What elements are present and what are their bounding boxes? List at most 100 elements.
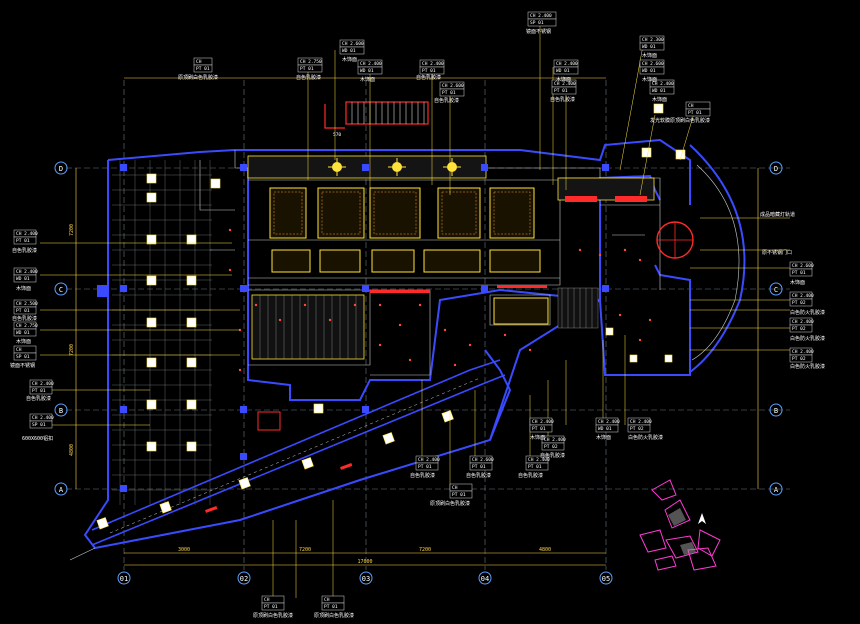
tag-ch-27: CH 2.400 (598, 419, 620, 425)
circular-room (656, 144, 746, 373)
note-top-2: 木饰面 (342, 56, 357, 63)
note-right-5: 白色防火乳胶漆 (790, 335, 825, 342)
tag-pt-33: PT 01 (264, 604, 278, 610)
note-left-3: 自色乳胶漆 (12, 315, 37, 322)
axis-label-01: 01 (120, 575, 128, 583)
tag-ch-9: CH 2.400 (554, 81, 576, 87)
key-plan-fill (668, 508, 696, 555)
tag-ch-12: CH 2.400 (652, 81, 674, 87)
tag-ch-32: CH (452, 485, 458, 491)
tag-pt-6: PT 01 (422, 68, 436, 74)
tag-pt-21: PT 01 (792, 270, 806, 276)
tag-ch-20: CH 2.400 (32, 415, 54, 421)
axis-label-04: 04 (481, 575, 489, 583)
note-right-1: 成品暗藏灯轨道 (760, 211, 795, 218)
note-bottom-5: 自色乳胶漆 (410, 472, 435, 479)
coffer-inner (273, 191, 531, 235)
tag-pt-19: PT 01 (32, 388, 46, 394)
tag-ch-24: CH 2.400 (792, 349, 814, 355)
note-bottom-2: 自色乳胶漆 (540, 452, 565, 459)
note-top-4: 原顶刷白色乳胶漆 (178, 74, 218, 81)
tag-pt-27: WD 01 (598, 426, 612, 432)
note-left-6: 自色乳胶漆 (26, 395, 51, 402)
dim-bottom-total: 17000 (357, 559, 372, 565)
tag-ch-17: CH 2.750 (16, 323, 38, 329)
tag-ch-33: CH (264, 597, 270, 603)
note-top-6: 自色乳胶漆 (416, 74, 441, 81)
tag-ch-14: CH 2.400 (16, 231, 38, 237)
note-top-8: 木饰面 (556, 76, 571, 83)
axis-label-c-left: C (59, 286, 63, 294)
tag-boxes (13, 11, 813, 611)
note-left-5: 镜面不锈钢 (10, 362, 35, 369)
tag-ch-19: CH 2.400 (32, 381, 54, 387)
tag-ch-26: CH 2.400 (544, 437, 566, 443)
tag-ch-11: CH 2.600 (642, 61, 664, 67)
tag-pt-5: WD 01 (360, 68, 374, 74)
tag-ch-23: CH 2.400 (792, 319, 814, 325)
tag-pt-8: WD 01 (556, 68, 570, 74)
tag-pt-7: PT 01 (442, 90, 456, 96)
axis-label-b-right: B (774, 407, 778, 415)
tag-ch-2: CH 2.600 (342, 41, 364, 47)
corridor-dashes (109, 377, 481, 534)
tag-pt-22: PT 02 (792, 300, 806, 306)
note-bottom-8: 原顶刷白色乳胶漆 (430, 500, 470, 507)
tag-pt-28: PT 02 (630, 426, 644, 432)
dim-bottom-1: 3000 (178, 547, 190, 553)
columns (97, 164, 609, 492)
tag-ch-18: CH (16, 347, 22, 353)
outer-walls (83, 138, 691, 550)
axis-label-d-left: D (59, 165, 63, 173)
note-bottom-9: 原顶刷白色乳胶漆 (253, 612, 293, 619)
tag-ch-15: CH 2.400 (16, 269, 38, 275)
left-hall-grid (112, 160, 212, 505)
note-left-4: 木饰面 (16, 338, 31, 345)
leader-lines (40, 15, 790, 600)
note-top-10: 木饰面 (642, 52, 657, 59)
note-bottom-4: 白色防火乳胶漆 (628, 434, 663, 441)
tag-pt-14: PT 01 (16, 238, 30, 244)
note-left-1: 自色乳胶漆 (12, 247, 37, 254)
axis-label-02: 02 (240, 575, 248, 583)
dim-bottom-3: 7200 (419, 547, 431, 553)
tag-ch-22: CH 2.400 (792, 293, 814, 299)
stair-dim: 570 (333, 132, 341, 138)
axis-label-c-right: C (774, 286, 778, 294)
red-accents (205, 285, 547, 513)
axis-label-05: 05 (602, 575, 610, 583)
tag-ch-6: CH 2.400 (422, 61, 444, 67)
tag-pt-12: WD 01 (652, 88, 666, 94)
row-axis-bubbles-left (54, 161, 783, 585)
tag-pt-26: PT 02 (544, 444, 558, 450)
coffer-row-lower (271, 249, 549, 325)
note-bottom-10: 原顶刷白色乳胶漆 (314, 612, 354, 619)
note-top-7: 自色乳胶漆 (434, 97, 459, 104)
tag-pt-4: PT 01 (196, 66, 210, 72)
tag-pt-32: PT 01 (452, 492, 466, 498)
coffer-row-top (269, 187, 535, 239)
axis-label-b-left: B (59, 407, 63, 415)
tag-ch-5: CH 2.400 (360, 61, 382, 67)
inner-walls (69, 150, 661, 561)
tag-pt-11: WD 01 (642, 68, 656, 74)
dim-left-2: 7200 (69, 344, 75, 356)
tag-ch-4: CH (196, 59, 202, 65)
dim-left-3: 4800 (69, 444, 75, 456)
note-top-12: 木饰面 (652, 96, 667, 103)
note-top-1: 镜面不锈钢 (526, 28, 551, 35)
key-plan (639, 479, 721, 571)
note-top-11: 木饰面 (642, 76, 657, 83)
note-bottom-7: 自色乳胶漆 (518, 472, 543, 479)
tag-pt-15: WD 01 (16, 276, 30, 282)
note-top-5: 木饰面 (360, 76, 375, 83)
tag-ch-7: CH 2.600 (442, 83, 464, 89)
tag-ch-31: CH 2.400 (528, 457, 550, 463)
dim-bottom-4: 4800 (539, 547, 551, 553)
note-right-3: 木饰面 (790, 279, 805, 286)
tag-pt-2: WD 01 (342, 48, 356, 54)
tag-pt-10: WD 01 (642, 44, 656, 50)
tag-ch-1: CH 2.400 (530, 13, 552, 19)
axis-label-a-right: A (774, 486, 779, 494)
